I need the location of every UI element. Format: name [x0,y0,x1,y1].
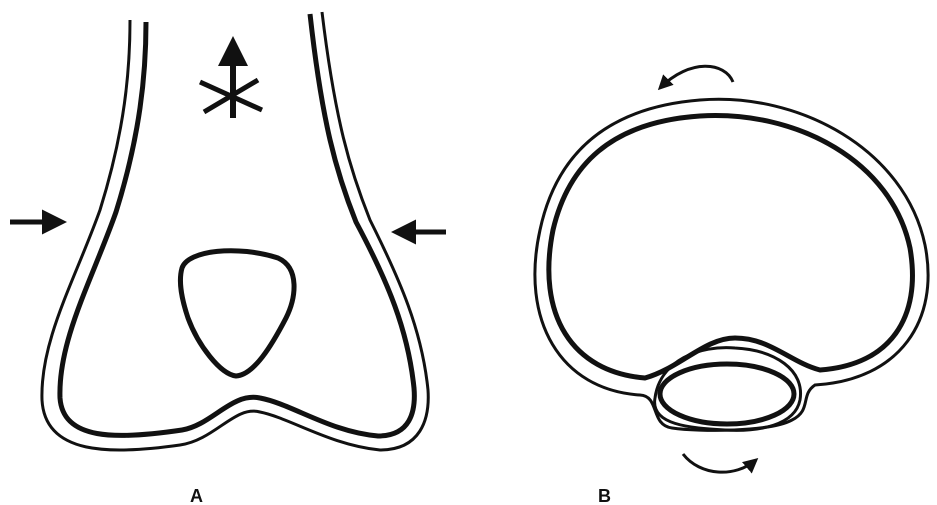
panel-a-label: A [190,486,203,505]
panel-b: B [535,66,928,505]
panel-a-inner-contour [60,14,414,436]
top-rotation-arrow [660,66,733,88]
panel-b-small-cavity [660,364,794,424]
panel-a-central-cavity [180,251,294,376]
panel-b-body-outer-contour [535,99,928,430]
bottom-rotation-arrow [683,454,756,472]
panel-b-body-inner-contour [549,116,913,378]
panel-b-small-cavity-outer [655,348,801,431]
upward-arrow-with-cross [200,42,262,118]
panel-a: A [10,12,446,505]
panel-b-label: B [598,486,611,505]
